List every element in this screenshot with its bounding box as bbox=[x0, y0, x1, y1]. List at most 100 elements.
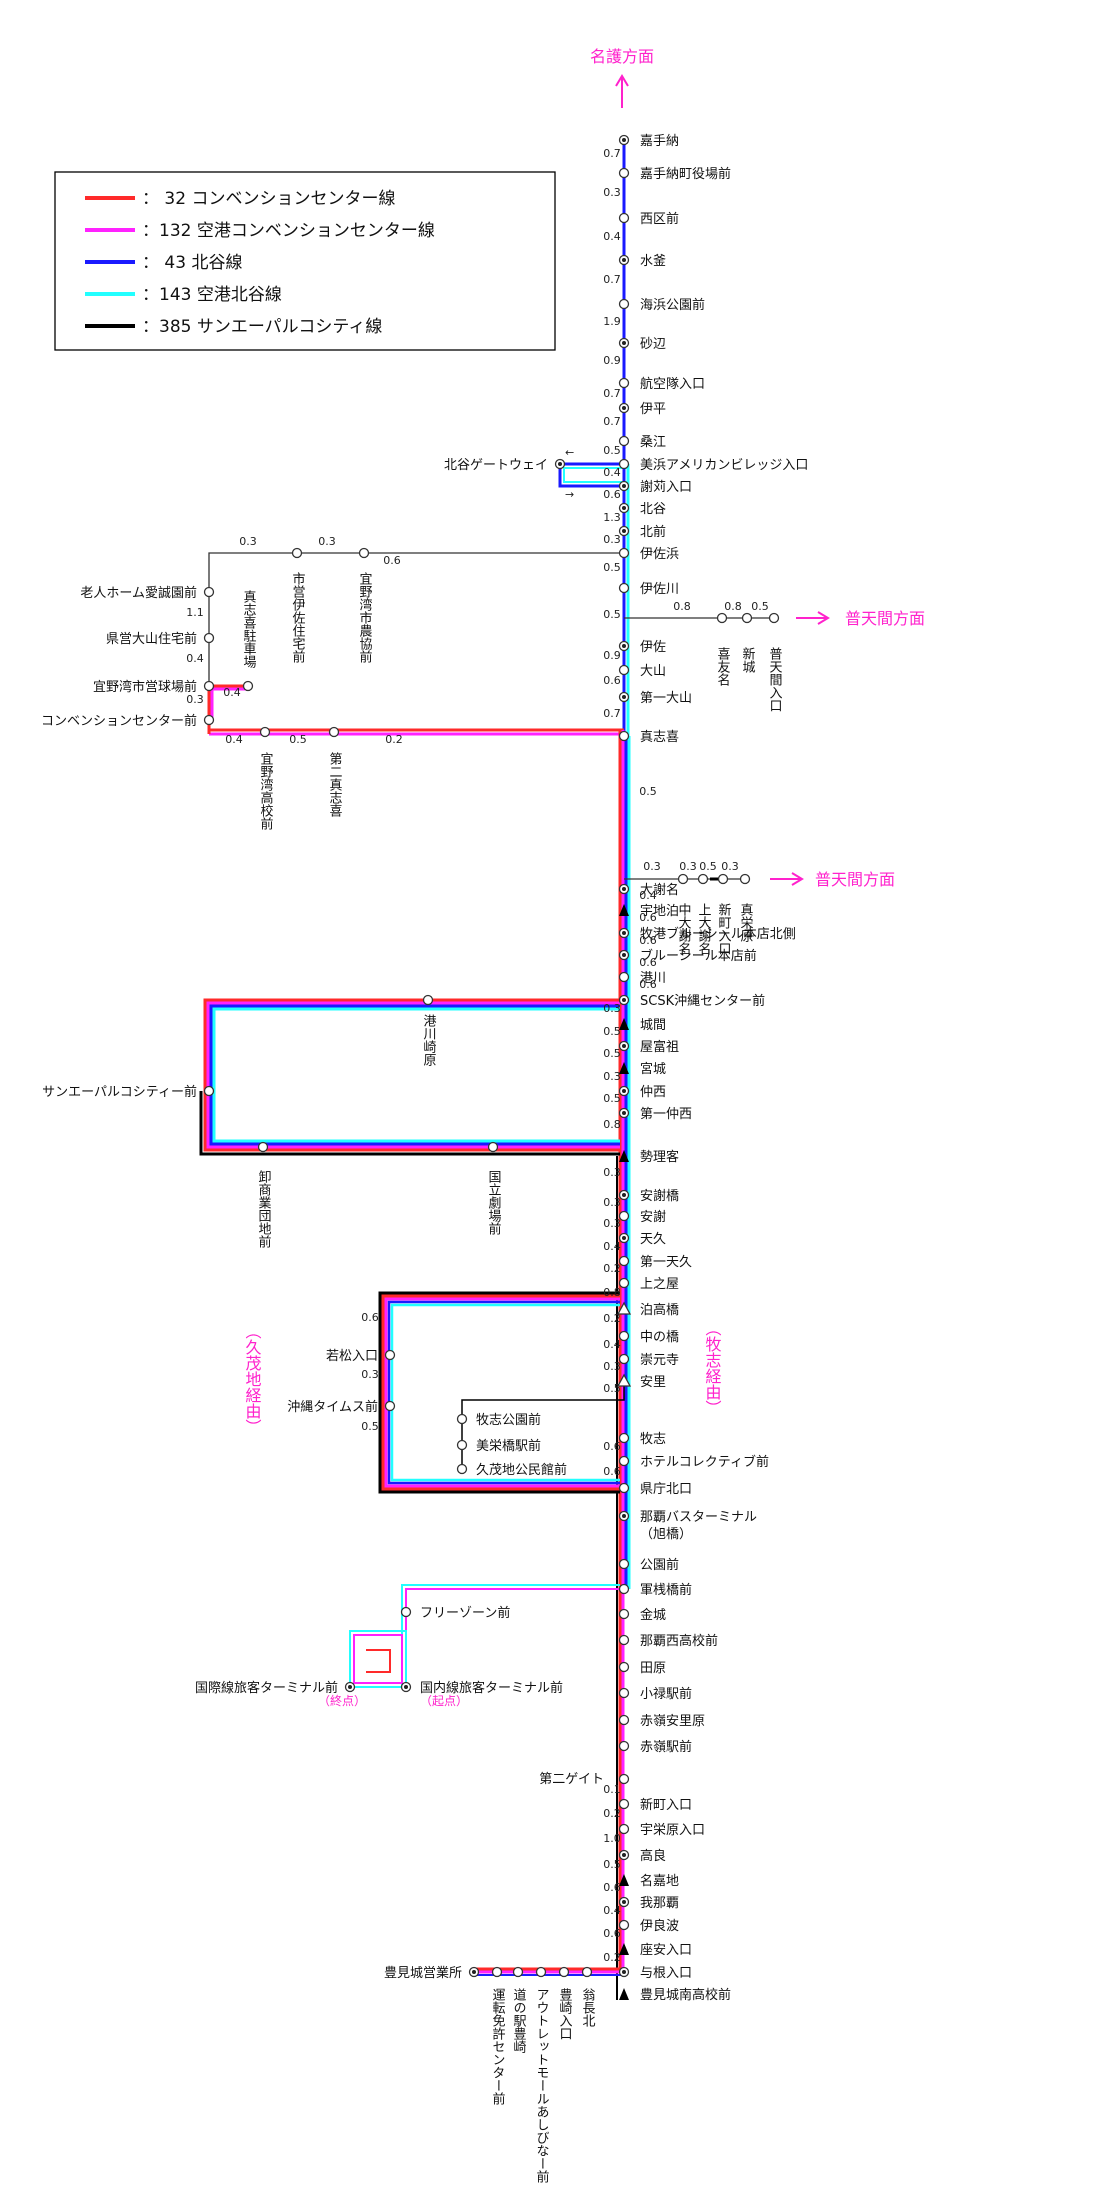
loop-kumoji-red bbox=[381, 1294, 620, 1491]
stop-label-daini-geito: 第二ゲイト bbox=[539, 1772, 604, 1787]
distance-label: 0.3 bbox=[318, 535, 336, 548]
distance-label: 0.5 bbox=[603, 1047, 621, 1060]
stop-label: 新町入口 bbox=[640, 1797, 692, 1813]
distance-label: 0.6 bbox=[639, 956, 657, 969]
stop-label: SCSK沖縄センター前 bbox=[640, 993, 765, 1009]
legend-label: ：385 サンエーパルコシティ線 bbox=[142, 317, 382, 337]
stop-marker-dot bbox=[622, 953, 626, 957]
stop-marker-arrow bbox=[619, 1062, 629, 1074]
loop-kumoji-magenta bbox=[384, 1297, 620, 1488]
distance-label: 0.3 bbox=[603, 1360, 621, 1373]
distance-label: 0.6 bbox=[361, 1311, 379, 1324]
vertical-stop-marker bbox=[328, 726, 340, 738]
vertical-stop-label: 宜野湾高校前 bbox=[258, 752, 274, 830]
side-stop-label: 国際線旅客ターミナル前 bbox=[195, 1680, 338, 1696]
side-stop-dot bbox=[404, 1685, 408, 1689]
loop-arrow-left: ← bbox=[565, 446, 574, 459]
stop-label: 宮城 bbox=[640, 1061, 666, 1077]
stop-marker-dot bbox=[622, 1193, 626, 1197]
distance-label: 0.5 bbox=[603, 1382, 621, 1395]
distance-label: 0.6 bbox=[639, 911, 657, 924]
stop-label: 泊高橋 bbox=[640, 1302, 679, 1318]
vertical-stop-label: 道の駅豊崎 bbox=[511, 1988, 527, 2053]
vertical-stop-marker bbox=[697, 873, 709, 885]
side-stop-label: 老人ホーム愛誠園前 bbox=[80, 585, 197, 601]
trunk-stops: 嘉手納嘉手納町役場前西区前水釜海浜公園前砂辺航空隊入口伊平桑江美浜アメリカンビレ… bbox=[616, 134, 808, 2003]
stop-label: 港川 bbox=[640, 971, 666, 986]
vertical-stop-label: 喜友名 bbox=[715, 647, 731, 686]
loop-parco-magenta bbox=[206, 1001, 620, 1149]
stop-marker-dot bbox=[622, 998, 626, 1002]
direction-nago: 名護方面 bbox=[590, 47, 654, 66]
distance-label: 0.8 bbox=[603, 1118, 621, 1131]
stop-marker bbox=[618, 1482, 630, 1494]
side-stop-marker bbox=[203, 714, 215, 726]
stop-marker-dot bbox=[622, 484, 626, 488]
loop-kumoji-black bbox=[378, 1291, 620, 1494]
distance-label: 0.4 bbox=[186, 652, 204, 665]
stop-marker-arrow bbox=[619, 1150, 629, 1162]
stop-label: 小禄駅前 bbox=[640, 1686, 692, 1702]
stop-label: 海浜公園前 bbox=[640, 297, 705, 313]
legend-box bbox=[54, 171, 556, 351]
distance-label: 0.8 bbox=[603, 1286, 621, 1299]
stop-label: 赤嶺安里原 bbox=[640, 1714, 705, 1729]
stop-marker bbox=[618, 730, 630, 742]
distance-label: 0.6 bbox=[603, 1881, 621, 1894]
stop-marker bbox=[618, 1634, 630, 1646]
airport-loop-box bbox=[349, 1630, 407, 1688]
distance-label: 0.5 bbox=[289, 733, 307, 746]
distance-labels: 0.70.30.40.71.90.90.70.70.50.40.61.30.30… bbox=[186, 147, 769, 1964]
distance-label: 0.2 bbox=[603, 1951, 621, 1964]
distance-label: 0.6 bbox=[639, 934, 657, 947]
stop-marker-dot bbox=[622, 644, 626, 648]
side-stop-label: 美栄橋駅前 bbox=[476, 1438, 541, 1454]
distance-label: 0.3 bbox=[603, 186, 621, 199]
vertical-stop-marker bbox=[257, 1141, 269, 1153]
distance-label: 1.9 bbox=[603, 315, 621, 328]
distance-label: 0.6 bbox=[383, 554, 401, 567]
stop-label: 屋富祖 bbox=[640, 1039, 679, 1055]
distance-label: 0.5 bbox=[603, 561, 621, 574]
vertical-stop-label: アウトレットモールあしびなー前 bbox=[534, 1988, 550, 2183]
stop-marker-dot bbox=[622, 1111, 626, 1115]
stop-label: ホテルコレクティブ前 bbox=[640, 1454, 769, 1470]
stop-label: 宇地泊 bbox=[640, 904, 679, 919]
distance-label: 0.5 bbox=[751, 600, 769, 613]
distance-label: 0.2 bbox=[603, 1312, 621, 1325]
line-chatan-loop bbox=[558, 462, 624, 488]
direction-futenma-2: 普天間方面 bbox=[815, 870, 895, 889]
stop-marker-dot bbox=[622, 1853, 626, 1857]
stop-marker-dot bbox=[622, 1970, 626, 1974]
side-stop-label: コンベンションセンター前 bbox=[41, 713, 197, 729]
stop-marker bbox=[618, 1798, 630, 1810]
vertical-stop-label: 翁長北 bbox=[580, 1988, 596, 2028]
vertical-stop-marker bbox=[512, 1966, 524, 1978]
vertical-stop-label: 第二真志喜 bbox=[327, 752, 343, 818]
vertical-stop-label: 上大謝名 bbox=[696, 903, 712, 955]
stop-label: 名嘉地 bbox=[640, 1873, 679, 1889]
stop-marker-dot bbox=[622, 341, 626, 345]
stop-label: 那覇バスターミナル bbox=[640, 1510, 757, 1525]
distance-label: 0.7 bbox=[603, 273, 621, 286]
stop-label: 航空隊入口 bbox=[640, 376, 705, 392]
stop-marker bbox=[618, 298, 630, 310]
stop-marker-dot bbox=[622, 506, 626, 510]
stop-marker-dot bbox=[622, 1514, 626, 1518]
vertical-stop-label: 新町入口 bbox=[716, 902, 732, 955]
stop-label: 赤嶺駅前 bbox=[640, 1739, 692, 1755]
loop-parco-red bbox=[203, 998, 620, 1152]
stop-label: 伊平 bbox=[640, 402, 666, 417]
stop-marker bbox=[618, 1432, 630, 1444]
distance-label: 1.3 bbox=[603, 511, 621, 524]
stop-label: 嘉手納町役場前 bbox=[640, 166, 731, 182]
legend-label: ： 32 コンベンションセンター線 bbox=[142, 189, 395, 209]
distance-label: 0.8 bbox=[724, 600, 742, 613]
stop-label: ブルーシール本店前 bbox=[640, 948, 757, 964]
stop-marker-arrow bbox=[619, 1874, 629, 1886]
distance-label: 0.6 bbox=[603, 1465, 621, 1478]
stop-label: 宇栄原入口 bbox=[640, 1823, 705, 1838]
stop-marker bbox=[618, 582, 630, 594]
